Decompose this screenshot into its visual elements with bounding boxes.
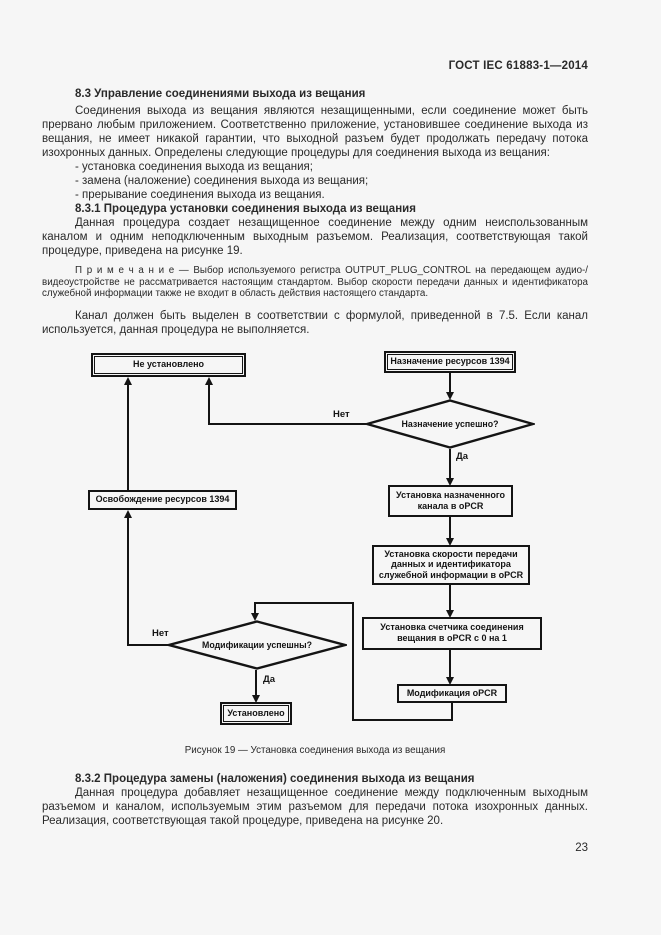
flowchart-decision-allocation-successful: Назначение успешно? [365,398,535,449]
flowchart-node-set-channel: Установка назначенного канала в oPCR [388,484,513,517]
section-8-3-2-heading: 8.3.2 Процедура замены (наложения) соеди… [75,772,475,785]
list-item: - замена (наложение) соединения выхода и… [75,175,369,187]
node-label: Модификации успешны? [202,639,312,650]
arrowhead-down [446,609,454,618]
arrowhead-down [446,477,454,486]
connector-line [352,601,354,721]
connector-line [449,372,451,395]
connector-line [127,513,129,646]
channel-paragraph: Канал должен быть выделен в соответствии… [42,309,588,336]
page-content-top: ГОСТ IEC 61883-1—2014 8.3 Управление сое… [0,0,661,337]
connector-line [449,448,451,479]
label-yes: Да [456,450,469,462]
arrowhead-up [124,509,132,518]
node-label: Назначение ресурсов 1394 [390,356,510,367]
flowchart-node-set-counter: Установка счетчика соединения вещания в … [362,616,542,650]
connector-line [254,601,256,616]
section-8-3-heading: 8.3 Управление соединениями выхода из ве… [75,88,366,100]
label-yes: Да [263,673,276,685]
connector-line [128,643,169,646]
section-8-3-2-paragraph: Данная процедура добавляет незащищенное … [42,786,588,827]
arrowhead-down [252,694,260,703]
connector-line [449,516,451,539]
arrowhead-down [446,537,454,546]
page-content-bottom: Рисунок 19 — Установка соединения выхода… [0,745,661,854]
list-item: - прерывание соединения выхода из вещани… [75,189,325,201]
diamond-shape [365,398,535,449]
flowchart-node-established: Установлено [220,701,292,725]
node-label: Установка скорости передачи данных и иде… [378,548,524,580]
label-no: Нет [333,408,350,420]
connector-line [209,422,366,425]
connector-line [255,669,257,696]
connector-line [449,649,451,678]
flowchart-node-modify-opcr: Модификация oPCR [397,683,507,703]
connector-line [352,718,453,721]
flowchart-node-allocate-resources: Назначение ресурсов 1394 [384,350,516,373]
arrowhead-up [205,376,213,385]
node-label: Не установлено [132,359,205,370]
arrowhead-down [446,391,454,400]
arrowhead-up [124,376,132,385]
node-label: Установка назначенного канала в oPCR [396,489,505,511]
arrowhead-down [251,612,259,621]
connector-line [208,380,210,425]
node-label: Установлено [227,707,285,718]
procedures-list: - установка соединения выхода из вещания… [42,160,588,202]
connector-line [127,380,129,490]
diamond-shape [167,619,347,670]
section-8-3-1-heading: 8.3.1 Процедура установки соединения вых… [75,203,416,215]
node-label: Освобождение ресурсов 1394 [95,494,230,505]
flowchart-node-set-speed: Установка скорости передачи данных и иде… [372,544,530,585]
note-paragraph: П р и м е ч а н и е — Выбор используемог… [42,265,588,299]
figure-19-caption: Рисунок 19 — Установка соединения выхода… [184,744,446,756]
flowchart-node-not-established: Не установлено [91,352,246,377]
page-number: 23 [575,841,588,854]
node-label: Установка счетчика соединения вещания в … [380,622,524,643]
list-item: - установка соединения выхода из вещания… [75,161,313,173]
figure-19-flowchart: Не установлено Назначение ресурсов 1394 … [0,345,661,735]
node-label: Модификация oPCR [406,687,498,698]
flowchart-node-release-resources: Освобождение ресурсов 1394 [88,489,237,510]
document-code-header: ГОСТ IEC 61883-1—2014 [448,60,588,72]
arrowhead-down [446,676,454,685]
section-8-3-paragraph: Соединения выхода из вещания являются не… [42,105,588,159]
section-8-3-1-paragraph: Данная процедура создает незащищенное со… [42,217,588,257]
connector-line [255,601,354,604]
connector-line [449,584,451,611]
label-no: Нет [152,627,169,639]
flowchart-decision-modifications-successful: Модификации успешны? [167,619,347,670]
connector-line [451,702,453,721]
node-label: Назначение успешно? [401,418,499,429]
